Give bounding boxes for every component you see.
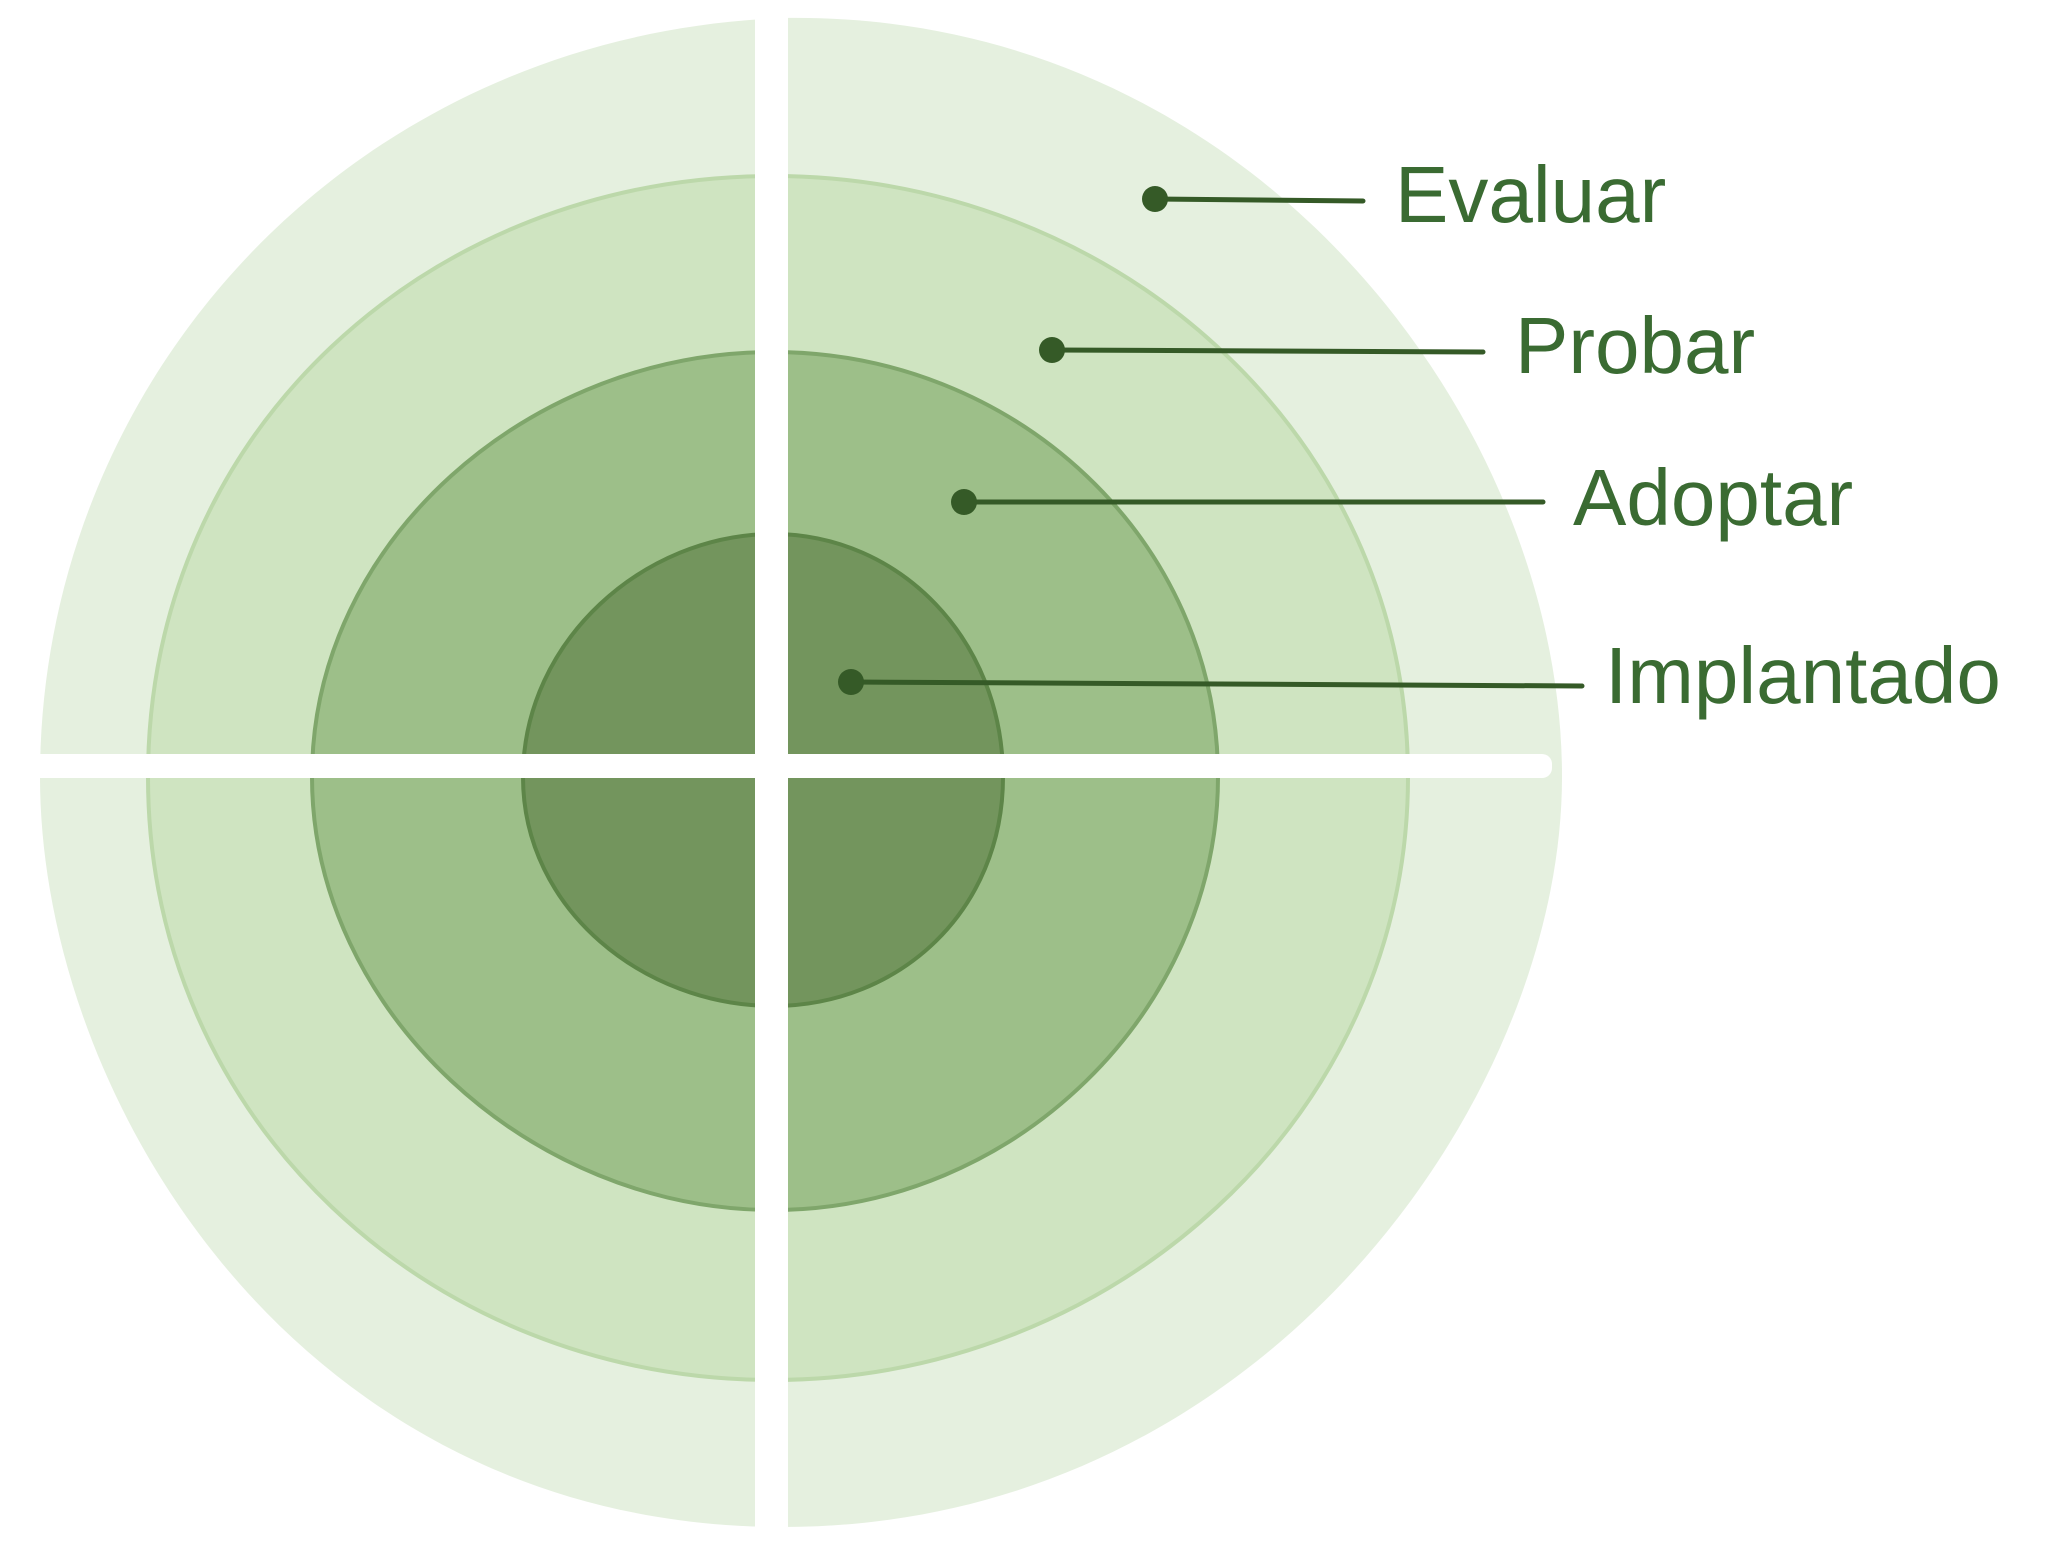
- leader-line-probar: [1049, 347, 1486, 355]
- leader-line-evaluar: [1152, 196, 1366, 204]
- ring-label-implantado: Implantado: [838, 631, 2001, 720]
- ring-label-evaluar: Evaluar: [1142, 150, 1666, 239]
- label-probar: Probar: [1515, 301, 1755, 390]
- marker-dot-implantado: [838, 669, 864, 695]
- label-evaluar: Evaluar: [1395, 150, 1666, 239]
- marker-dot-probar: [1039, 337, 1065, 363]
- ring-label-probar: Probar: [1039, 301, 1755, 390]
- leader-line-implantado: [848, 679, 1585, 689]
- vertical-divider: [755, 0, 788, 1562]
- marker-dot-evaluar: [1142, 186, 1168, 212]
- ring-label-adoptar: Adoptar: [951, 453, 1853, 542]
- marker-dot-adoptar: [951, 489, 977, 515]
- label-implantado: Implantado: [1605, 631, 2001, 720]
- label-adoptar: Adoptar: [1573, 453, 1853, 542]
- horizontal-divider: [20, 754, 1552, 778]
- quadrant-dividers: [20, 0, 1552, 1562]
